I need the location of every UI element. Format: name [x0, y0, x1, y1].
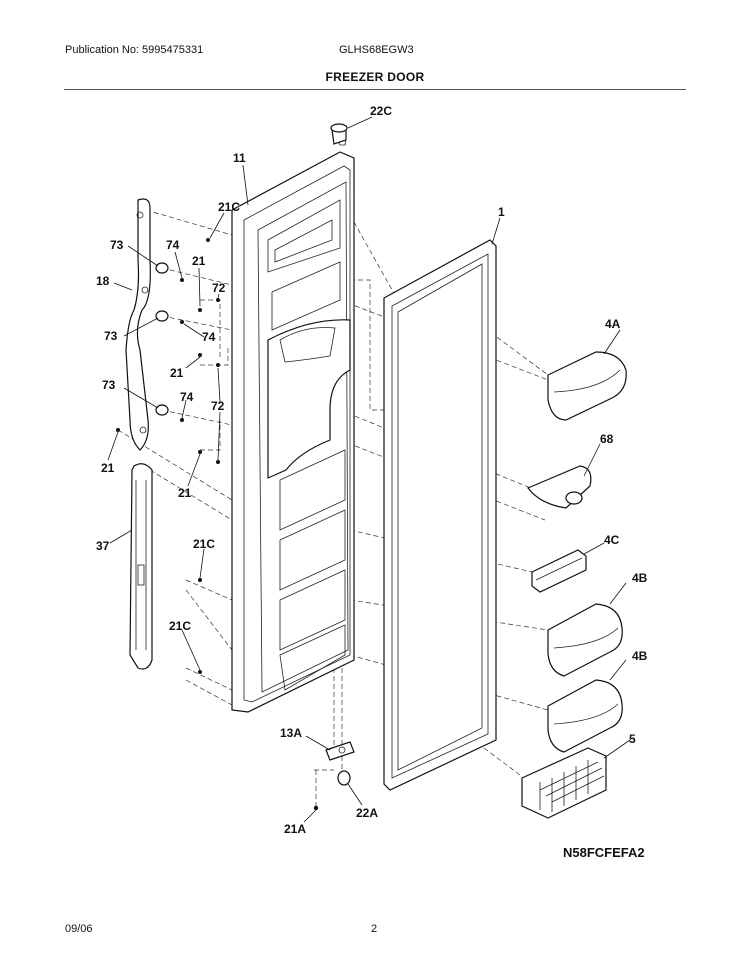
- callout-4B-lower: 4B: [632, 649, 648, 663]
- callout-22C: 22C: [370, 104, 392, 118]
- diagram-code: N58FCFEFA2: [563, 845, 645, 860]
- publication-number: Publication No: 5995475331: [65, 44, 204, 56]
- callout-18: 18: [96, 274, 110, 288]
- callout-21C-top: 21C: [218, 200, 240, 214]
- handle-upper-part-18: [125, 198, 151, 451]
- callout-22A: 22A: [356, 806, 378, 820]
- door-gasket-part-1: [383, 239, 497, 791]
- callout-73-lower: 73: [102, 378, 116, 392]
- callout-4C: 4C: [604, 533, 620, 547]
- dispenser-funnel-part-68: [527, 465, 592, 509]
- callout-74-lower: 74: [180, 390, 194, 404]
- callout-21A: 21A: [284, 822, 306, 836]
- callout-13A: 13A: [280, 726, 302, 740]
- callout-72-upper: 72: [212, 281, 226, 295]
- page-title: FREEZER DOOR: [325, 70, 425, 84]
- wire-basket-part-5: [521, 747, 607, 819]
- door-liner-part-11: [231, 125, 355, 713]
- callout-1: 1: [498, 205, 505, 219]
- footer-date: 09/06: [65, 923, 93, 935]
- callout-73-middle: 73: [104, 329, 118, 343]
- page-number: 2: [371, 923, 378, 935]
- top-hinge-cap-part-22C: [330, 123, 348, 145]
- callout-21C-middle: 21C: [193, 537, 215, 551]
- callout-68: 68: [600, 432, 614, 446]
- callout-21-lower: 21: [178, 486, 192, 500]
- callout-21-left: 21: [101, 461, 115, 475]
- callout-72-lower: 72: [211, 399, 225, 413]
- callout-74-upper: 74: [166, 238, 180, 252]
- handle-lower-part-37: [129, 463, 153, 670]
- callout-21-middle: 21: [170, 366, 184, 380]
- callout-21-upper: 21: [192, 254, 206, 268]
- bottom-hinge-parts: [313, 741, 355, 811]
- callout-4B-upper: 4B: [632, 571, 648, 585]
- model-number: GLHS68EGW3: [339, 44, 414, 56]
- callout-73-upper: 73: [110, 238, 124, 252]
- callout-74-middle: 74: [202, 330, 216, 344]
- header-divider: [64, 89, 686, 90]
- callout-37: 37: [96, 539, 110, 553]
- door-bins: [531, 351, 627, 753]
- callout-21C-lower: 21C: [169, 619, 191, 633]
- callout-4A: 4A: [605, 317, 621, 331]
- leader-lines: [107, 116, 631, 823]
- callout-5: 5: [629, 732, 636, 746]
- fasteners: [116, 238, 220, 674]
- callout-11: 11: [233, 151, 246, 165]
